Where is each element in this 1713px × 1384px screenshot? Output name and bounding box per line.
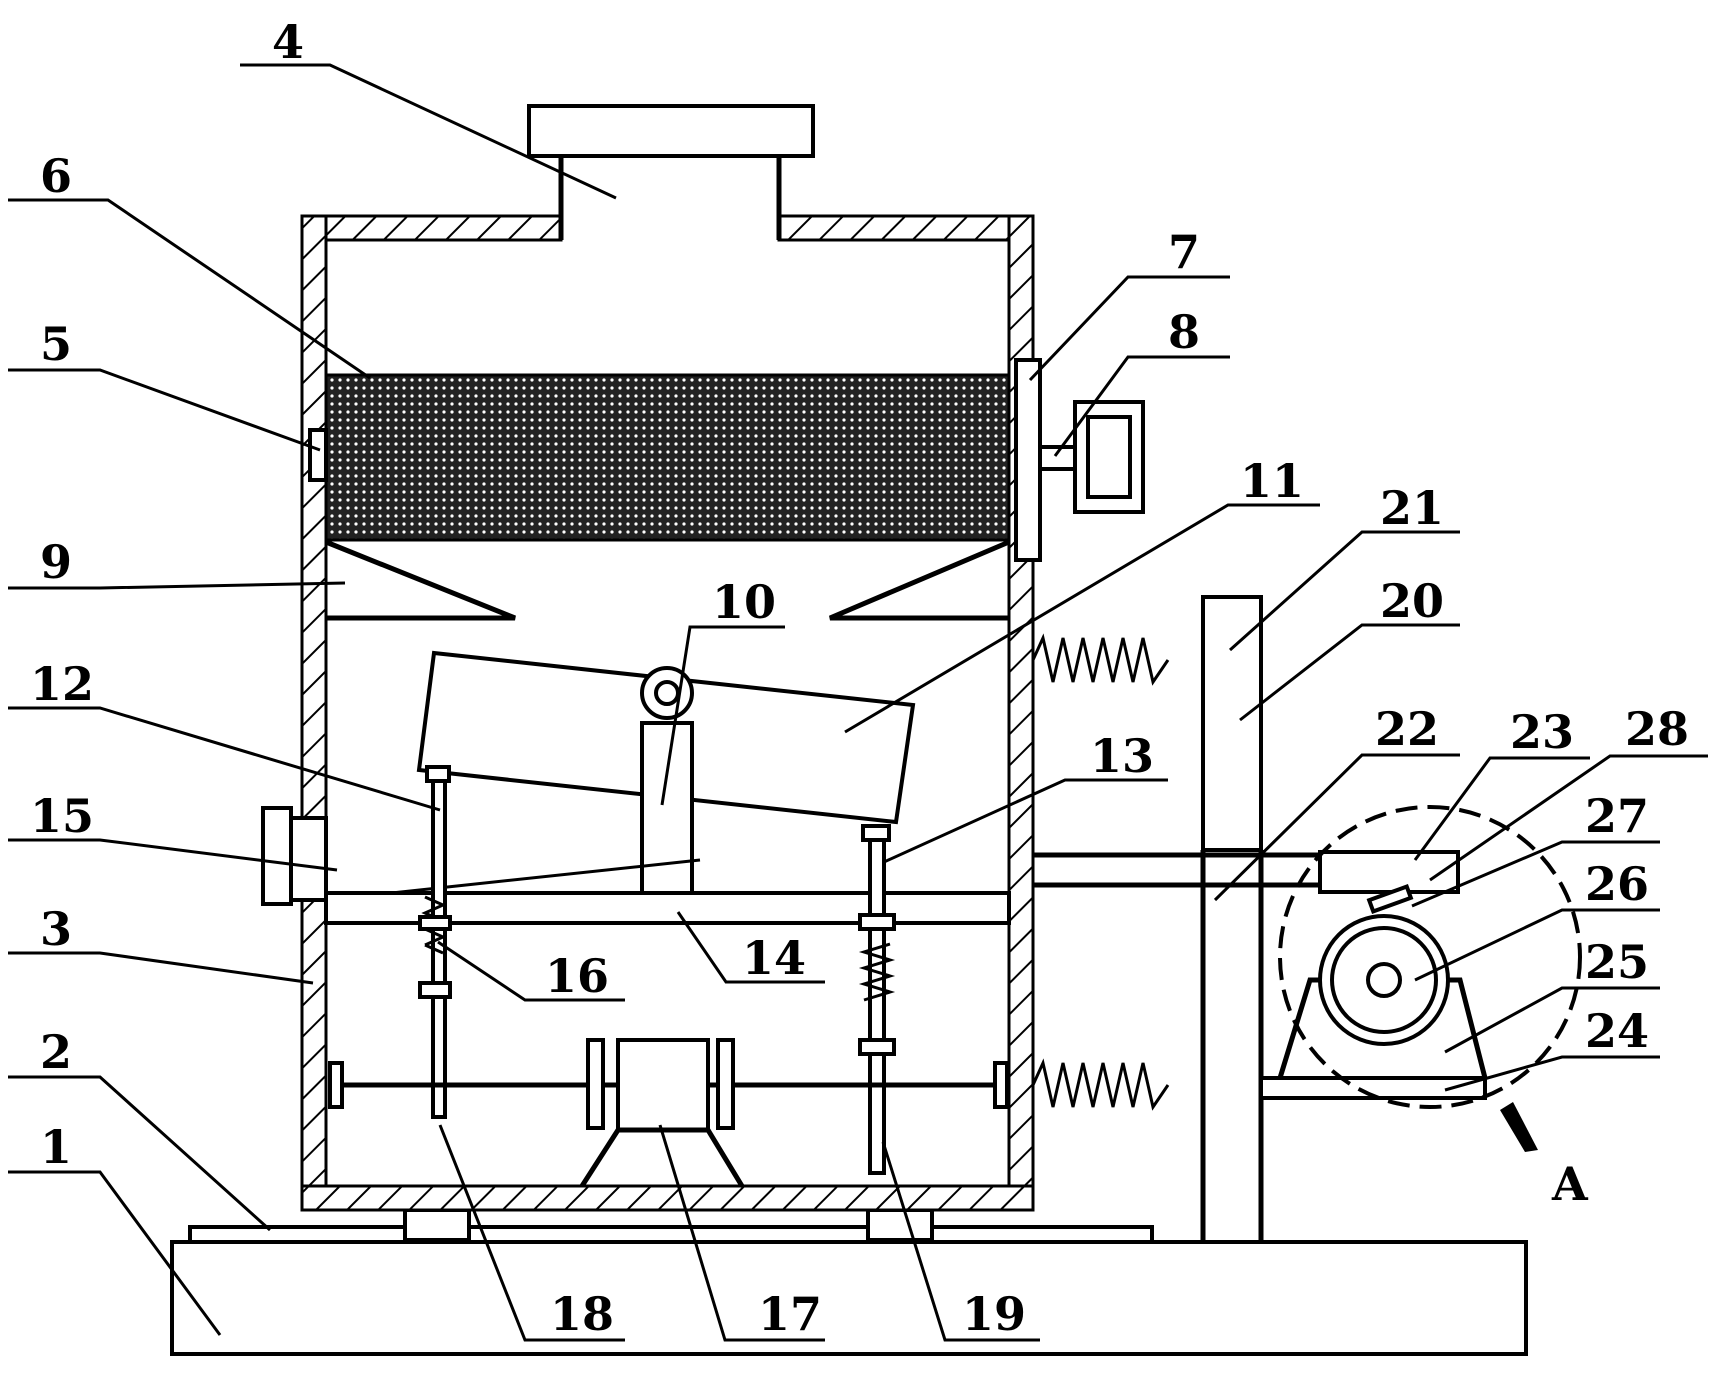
label-5: 5	[40, 317, 72, 371]
slider-block-right	[866, 1208, 934, 1242]
label-17: 17	[758, 1287, 822, 1341]
label-24: 24	[1585, 1004, 1649, 1058]
leader-lines	[8, 63, 1708, 1342]
label-20: 20	[1380, 574, 1444, 628]
guide-funnel	[325, 539, 1010, 621]
label-7: 7	[1168, 225, 1200, 279]
slider-block-left	[403, 1208, 471, 1242]
connecting-rod	[1033, 850, 1460, 894]
label-4: 4	[272, 15, 304, 69]
label-1: 1	[40, 1120, 72, 1174]
feed-inlet	[527, 104, 815, 240]
label-a: A	[1551, 1157, 1589, 1211]
side-plate	[1014, 358, 1042, 562]
label-26: 26	[1585, 857, 1649, 911]
support-frame	[1200, 595, 1264, 1242]
cam-pin	[1366, 883, 1414, 915]
eccentric-wheel	[1318, 914, 1450, 1046]
label-9: 9	[40, 535, 72, 589]
housing	[300, 214, 1035, 1212]
base-plate	[170, 1240, 1528, 1356]
filter-screen	[324, 373, 1011, 542]
label-2: 2	[40, 1025, 72, 1079]
label-11: 11	[1240, 454, 1304, 508]
motor-base	[1259, 1076, 1487, 1100]
label-3: 3	[40, 902, 72, 956]
label-18: 18	[550, 1287, 614, 1341]
label-22: 22	[1375, 702, 1439, 756]
detail-arrow	[1500, 1102, 1538, 1152]
label-12: 12	[30, 657, 94, 711]
filter-bracket	[308, 428, 328, 482]
label-28: 28	[1625, 702, 1689, 756]
slide-rail	[188, 1225, 1154, 1244]
vibrator-box	[1038, 400, 1145, 514]
label-13: 13	[1090, 729, 1154, 783]
detail-circle-a	[1278, 805, 1582, 1109]
right-push-rod	[858, 824, 896, 1175]
label-25: 25	[1585, 935, 1649, 989]
label-14: 14	[742, 931, 806, 985]
label-21: 21	[1380, 481, 1444, 535]
lower-spring	[1031, 1058, 1170, 1111]
label-23: 23	[1510, 705, 1574, 759]
label-10: 10	[712, 575, 776, 629]
label-19: 19	[962, 1287, 1026, 1341]
left-push-rod	[418, 765, 452, 1119]
label-16: 16	[545, 949, 609, 1003]
discharge-outlet	[261, 806, 701, 906]
label-27: 27	[1585, 789, 1649, 843]
label-15: 15	[30, 789, 94, 843]
label-6: 6	[40, 149, 72, 203]
label-8: 8	[1168, 305, 1200, 359]
upper-spring	[1031, 633, 1170, 686]
